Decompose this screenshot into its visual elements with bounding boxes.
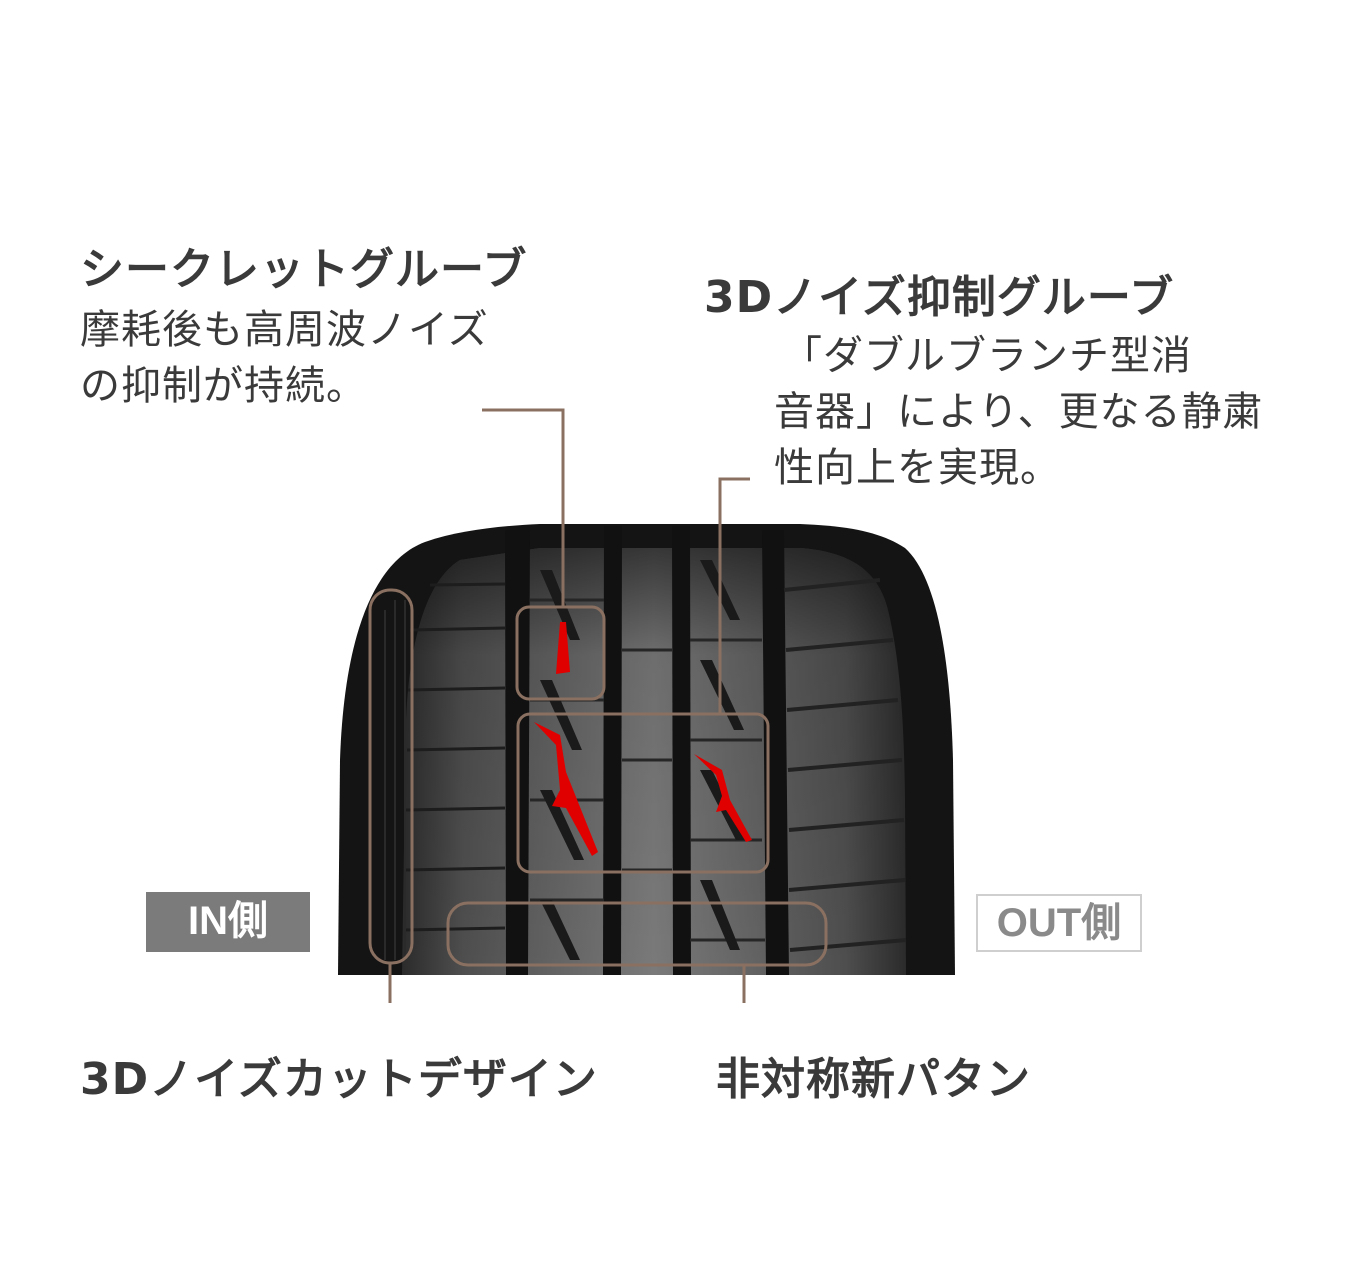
inner-sipes <box>403 582 506 932</box>
noise-groove-desc-line: 音器」により、更なる静粛 <box>774 389 1264 435</box>
secret-groove-description: 摩耗後も高周波ノイズ の抑制が持続。 <box>80 302 489 414</box>
noise-groove-description: 「ダブルブランチ型消 音器」により、更なる静粛 性向上を実現。 <box>774 328 1264 496</box>
secret-groove-desc-line: の抑制が持続。 <box>80 363 367 409</box>
noise-cut-ribs <box>384 600 406 960</box>
outer-shoulder-blocks <box>783 578 907 952</box>
secret-groove-title: シークレットグルーブ <box>80 244 528 295</box>
noise-groove-desc-line: 性向上を実現。 <box>774 445 1061 491</box>
noise-cut-design-title: 3Dノイズカットデザイン <box>80 1054 598 1105</box>
highlight-grooves <box>534 622 752 856</box>
out-side-badge: OUT側 <box>976 894 1142 952</box>
noise-groove-desc-line: 「ダブルブランチ型消 <box>782 333 1192 379</box>
callouts <box>368 408 828 1003</box>
in-side-badge: IN側 <box>146 892 310 952</box>
noise-groove-title: 3Dノイズ抑制グルーブ <box>704 272 1175 323</box>
tire <box>338 524 955 975</box>
secret-groove-desc-line: 摩耗後も高周波ノイズ <box>80 307 489 353</box>
asymmetric-pattern-title: 非対称新パタン <box>716 1054 1031 1105</box>
